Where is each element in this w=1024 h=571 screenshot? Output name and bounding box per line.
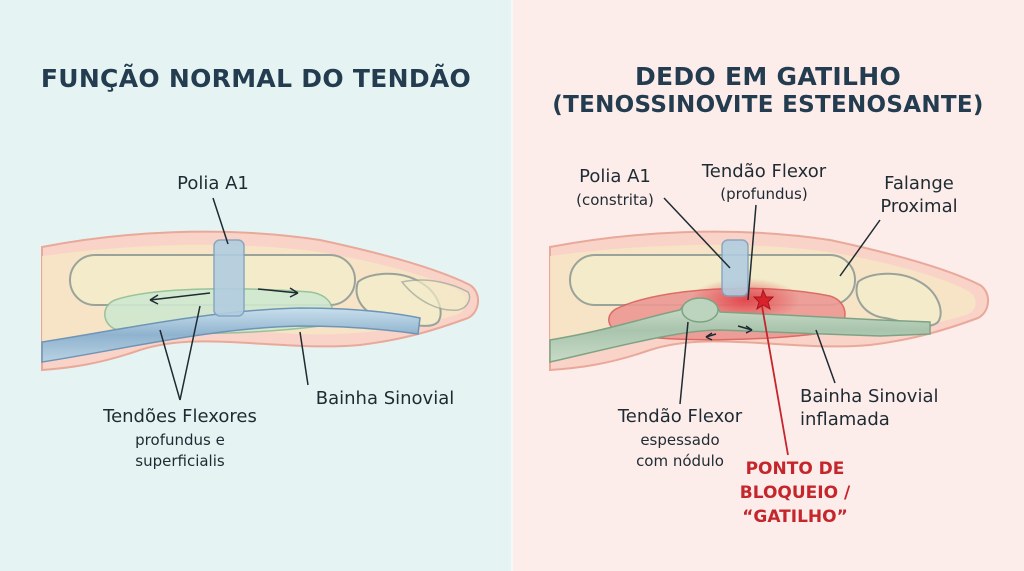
thickened-tendon-right (549, 297, 931, 363)
thickened-tendon-label: Tendão Flexor (617, 406, 743, 427)
flexor-tendons-sub2: superficialis (135, 452, 225, 470)
distal-phalanx-left (400, 279, 471, 311)
glide-arrow-left (149, 292, 211, 301)
trigger-subtitle: (TENOSSINOVITE ESTENOSANTE) (552, 92, 984, 118)
glide-arrow-right (257, 288, 299, 294)
thickened-tendon-sub1: espessado (640, 431, 720, 449)
middle-phalanx-right (855, 272, 942, 327)
phalanx-label-1: Falange (884, 173, 954, 194)
normal-finger (41, 197, 479, 401)
tendon-nodule (681, 297, 719, 323)
thickened-tendon-sub2: com nódulo (636, 452, 724, 470)
trigger-finger (549, 197, 989, 456)
flexor-top-sub: (profundus) (720, 185, 808, 203)
inflamed-sheath-label-2: inflamada (800, 409, 890, 430)
phalanx-label-2: Proximal (880, 196, 958, 217)
flexor-tendons-sub1: profundus e (135, 431, 225, 449)
trigger-point-label-1: PONTO DE (745, 459, 845, 479)
trigger-point-label-3: “GATILHO” (742, 507, 848, 527)
pulley-sub-right: (constrita) (576, 191, 654, 209)
trigger-title: DEDO EM GATILHO (634, 62, 902, 91)
panel-divider (511, 0, 513, 571)
normal-title: FUNÇÃO NORMAL DO TENDÃO (40, 64, 472, 93)
flexor-top-label: Tendão Flexor (701, 161, 827, 182)
trigger-point-label-2: BLOQUEIO / (739, 483, 851, 503)
flexor-tendons-label: Tendões Flexores (103, 406, 257, 427)
inflamed-sheath-label-1: Bainha Sinovial (800, 386, 939, 407)
flexor-tendon-left (41, 307, 421, 363)
sheath-label-left: Bainha Sinovial (315, 388, 455, 409)
pulley-label-left: Polia A1 (177, 173, 249, 194)
trigger-star-icon (752, 288, 775, 311)
pulley-label-right: Polia A1 (579, 166, 651, 187)
a1-pulley-left (213, 239, 245, 317)
a1-pulley-right (721, 239, 749, 297)
